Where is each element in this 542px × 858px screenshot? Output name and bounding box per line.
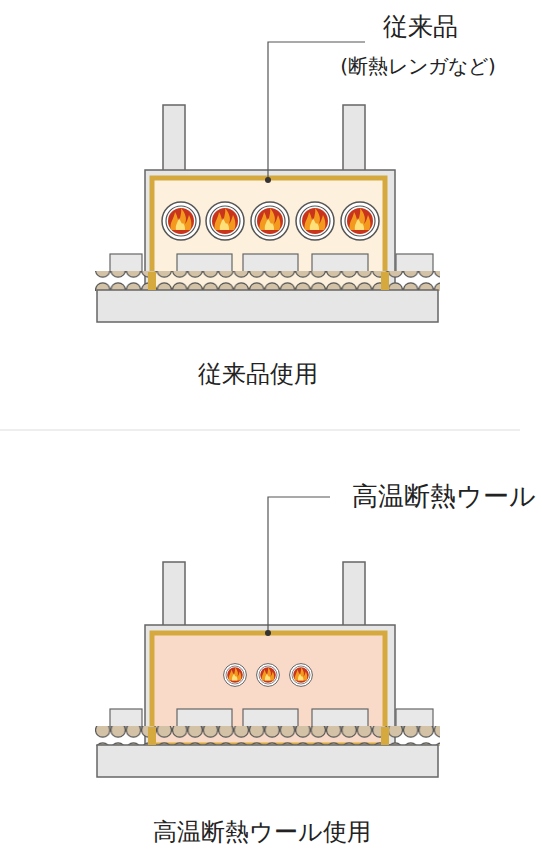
callout-label: 高温断熱ウール — [352, 481, 536, 512]
callout-note: (断熱レンガなど) — [340, 54, 496, 78]
callout-label: 従来品 — [383, 12, 458, 42]
wool-kiln — [95, 497, 440, 777]
caption-label: 従来品使用 — [198, 360, 318, 389]
caption-label: 高温断熱ウール使用 — [153, 818, 371, 847]
conventional-kiln — [95, 42, 440, 322]
